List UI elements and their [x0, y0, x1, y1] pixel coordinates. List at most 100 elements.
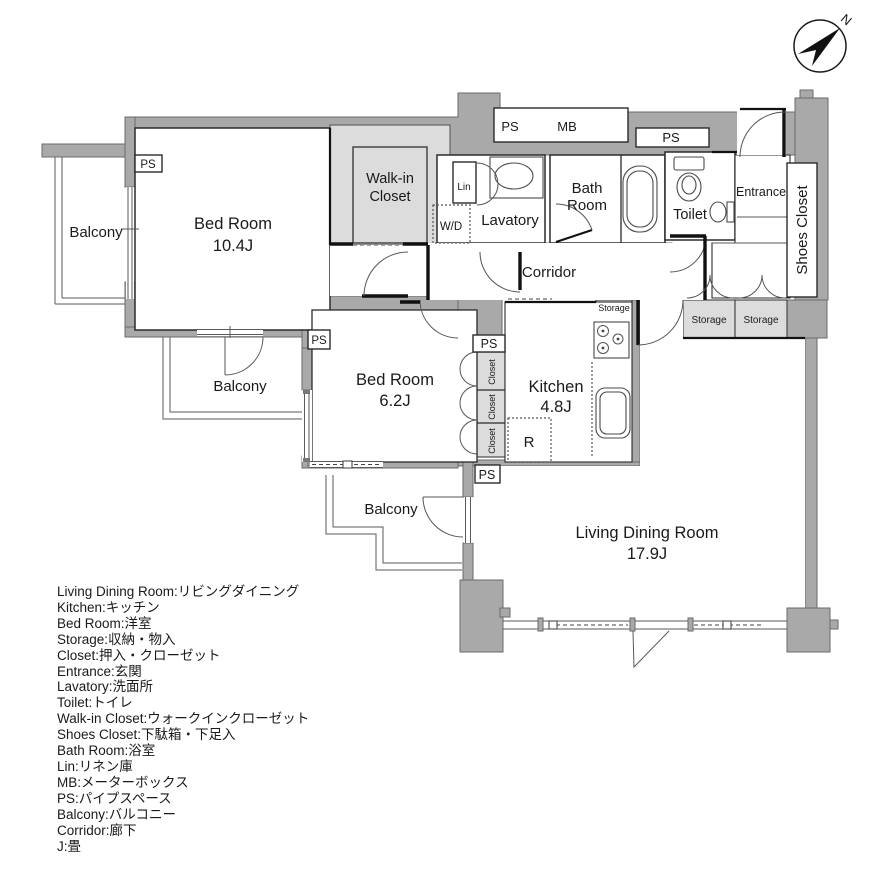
vanity-basin	[494, 162, 534, 190]
balcony-bottom-door-arc	[422, 496, 464, 538]
closet-3-label: Closet	[487, 428, 497, 454]
burner-1	[597, 325, 609, 337]
entrance-step-lines	[712, 216, 790, 244]
shoes-closet-box	[786, 162, 818, 298]
room-interiors	[134, 110, 805, 620]
balcony-left-label: Balcony	[69, 224, 123, 241]
pillar-bottom-right-nub	[829, 619, 839, 630]
legend-line: MB:メーターボックス	[57, 774, 189, 790]
burner-1-dot	[601, 329, 605, 333]
bedroom-main-door-arc	[363, 251, 409, 297]
kitchen-sink-inner	[599, 391, 627, 435]
legend-line: Closet:押入・クローゼット	[57, 647, 221, 663]
legend-line: Kitchen:キッチン	[57, 599, 160, 615]
ps-label-closet-bottom: PS	[479, 468, 496, 482]
stove-icon	[593, 321, 630, 359]
legend-line: Living Dining Room:リビングダイニング	[57, 584, 300, 599]
balcony-bottom-outline	[325, 475, 462, 571]
ldk-entry-area	[640, 300, 683, 338]
bedroom-second-area	[311, 309, 478, 463]
window-bedroom1-lines	[121, 187, 139, 299]
ps-label-topleft: PS	[140, 159, 156, 171]
windows	[121, 187, 787, 669]
bathtub-icon	[622, 165, 658, 233]
compass-needle	[798, 28, 840, 66]
balcony-roof-bar	[41, 143, 126, 158]
legend-line: Bed Room:洋室	[57, 615, 152, 631]
corridor-label: Corridor	[522, 264, 576, 281]
legend-line: Balcony:バルコニー	[57, 806, 177, 822]
pillars	[459, 579, 839, 653]
toilet-tank	[673, 156, 705, 171]
ps-box-toilet	[635, 127, 710, 148]
bedroom-second-door-arc	[419, 299, 459, 339]
balcony-middle-outline	[162, 337, 303, 420]
burner-3	[612, 333, 624, 345]
storage-2-label: Storage	[743, 315, 778, 326]
balcony-left-outline	[54, 157, 125, 305]
wall-bedroom2-left-b	[301, 347, 313, 391]
balcony-middle-door-arc	[224, 336, 264, 376]
bath-label-1: Bath	[572, 180, 603, 197]
balcony-middle-label: Balcony	[213, 378, 267, 395]
window-tick-2	[722, 620, 732, 630]
ps-box-closet-top	[472, 334, 506, 353]
kitchen-door-arc	[637, 299, 684, 346]
window-mullion-1	[537, 617, 544, 632]
toilet-label: Toilet	[673, 207, 707, 223]
window-swing-triangle	[632, 630, 670, 669]
lin-label: Lin	[457, 182, 470, 193]
toilet-bowl-inner	[681, 175, 697, 195]
storage-bifold-arcs	[686, 274, 786, 299]
entrance-door-opening	[737, 110, 786, 155]
corridor-top-gap-2	[556, 243, 596, 252]
lavatory-label: Lavatory	[481, 212, 539, 229]
wall-storage-right	[786, 299, 828, 339]
legend-line: J:畳	[57, 838, 82, 854]
storage-box-2	[734, 299, 788, 339]
wall-right-bump	[799, 89, 814, 99]
legend-line: Lavatory:洗面所	[57, 679, 154, 695]
kitchen-label: Kitchen	[528, 378, 583, 396]
window-bedroom2-tick-bottom	[303, 458, 310, 462]
legend-line: PS:パイプスペース	[57, 790, 172, 806]
window-bedroom1	[126, 187, 134, 299]
bedroom-main-alcove	[330, 245, 428, 296]
wall-ldk-left-a	[462, 461, 474, 498]
walkin-closet-inner	[352, 146, 428, 244]
compass-north-label: N	[838, 11, 855, 29]
toilet-icon	[673, 156, 735, 223]
entrance-door-arc	[739, 111, 786, 158]
wall-ldk-left-b	[462, 542, 474, 584]
walkin-label-1: Walk-in	[366, 171, 414, 187]
wd-label: W/D	[440, 221, 462, 233]
wall-ldk-right	[804, 337, 818, 609]
refrigerator-space	[507, 417, 552, 463]
window-mullion-2	[629, 617, 636, 632]
linen-door-arcs	[476, 162, 499, 206]
closet-2-label: Closet	[487, 394, 497, 420]
bath-label-2: Room	[567, 197, 607, 214]
bedroom-main-area	[134, 127, 331, 331]
balconies	[54, 157, 462, 571]
entrance-label: Entrance	[736, 185, 786, 199]
burner-2-dot	[601, 346, 605, 350]
closet-1-label: Closet	[487, 359, 497, 385]
burner-3-dot	[616, 337, 620, 341]
lavatory-door-arc	[479, 251, 521, 293]
pillar-bottom-right	[786, 607, 831, 653]
legend-line: Corridor:廊下	[57, 822, 137, 838]
window-tick-1	[548, 620, 558, 630]
legend-line: Lin:リネン庫	[57, 758, 133, 774]
balcony-bottom-label: Balcony	[364, 501, 418, 518]
fixtures	[432, 155, 790, 463]
burner-2	[597, 342, 609, 354]
entrance-wall-black	[712, 107, 786, 154]
window-bedroom2-lines	[304, 390, 310, 462]
window-bedroom2	[302, 390, 312, 462]
shoes-closet-label: Shoes Closet	[794, 185, 811, 275]
doors	[224, 107, 805, 538]
walkin-label-2: Closet	[369, 189, 410, 205]
legend-line: Entrance:玄関	[57, 663, 142, 679]
